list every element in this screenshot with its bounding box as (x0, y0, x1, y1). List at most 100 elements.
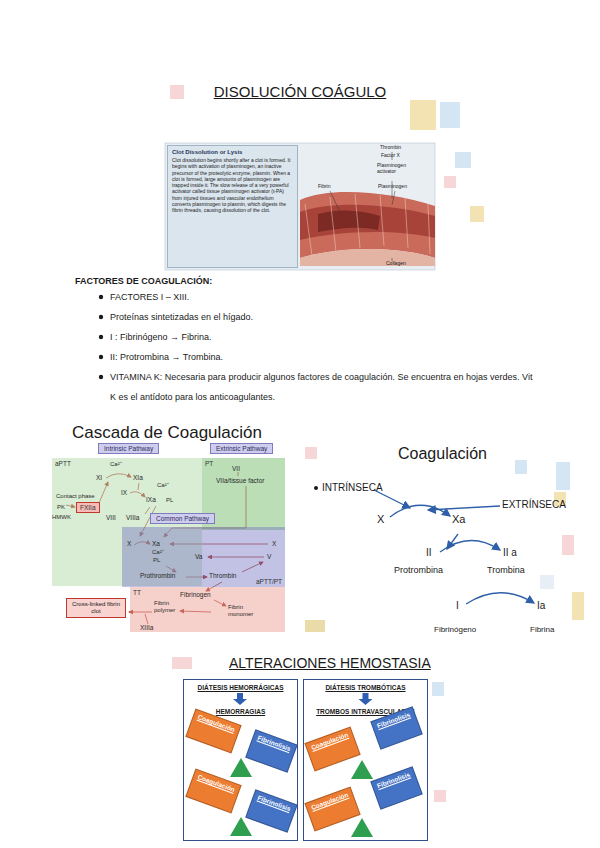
lysis-illustration (165, 143, 435, 270)
balance-weight: Coagulación (186, 709, 242, 754)
title-box: DISOLUCIÓN COÁGULO (0, 83, 600, 100)
label-box: X (377, 513, 384, 526)
label-box: EXTRÍNSECA (502, 499, 566, 511)
factor-label: Protrombina (394, 565, 443, 575)
text-panel: Clot Dissolution or LysisClot dissolutio… (167, 145, 298, 268)
factor-label: Xa (452, 513, 465, 526)
label-box: Plasminogen (378, 184, 407, 190)
label-box: Protrombina (394, 565, 443, 575)
box-body: HEMORRAGIAS (216, 708, 265, 716)
box-text: PT (205, 460, 282, 467)
factor-label: Prothrombin (140, 572, 175, 579)
box-text: Fibrinolisis (376, 771, 411, 790)
label-box: PL (166, 497, 173, 504)
figure-label: Plasminogen activator (377, 163, 411, 175)
box-text: aPTT/PT (256, 578, 282, 585)
balance-weight: Coagulación (186, 769, 242, 814)
label-box: XIa (133, 474, 143, 481)
factor-label: VII (232, 465, 240, 472)
label-box: Factor X (381, 153, 400, 159)
bullet-text: Proteínas sintetizadas en el hígado. (110, 307, 253, 327)
figure-label: Fibrin (318, 184, 331, 190)
factor-label: Ca²⁺ (152, 549, 164, 556)
factor-label: Fibrin monomer (228, 604, 258, 618)
section-heading: ALTERACIONES HEMOSTASIA (229, 655, 431, 671)
label-box: Proteínas sintetizadas en el hígado. (110, 307, 253, 327)
label-box: VII (232, 465, 240, 472)
bullet-text: VITAMINA K: Necesaria para producir algu… (110, 367, 540, 407)
label-box: IXa (146, 496, 156, 503)
balance-weight: Fibrinolisis (245, 789, 297, 832)
box-text: Clot Dissolution or Lysis (172, 149, 293, 155)
condition-panel: DIÁTESIS HEMORRÁGICASHEMORRAGIASCoagulac… (183, 679, 298, 841)
box-text: Fibrinolisis (256, 734, 291, 753)
label-box: Fibrinogen (180, 591, 211, 598)
figure-label: Plasminogen (378, 184, 407, 190)
balance-weight: Coagulación (305, 787, 361, 832)
label-box: VIII (106, 514, 116, 521)
section-heading: Coagulación (398, 445, 487, 463)
label-box: ALTERACIONES HEMOSTASIA (229, 655, 431, 671)
box-text: FXIIa (80, 504, 96, 511)
factor-label: XI (96, 474, 102, 481)
label-box: PL (153, 557, 160, 564)
factor-label: INTRÍNSECA (322, 482, 383, 494)
factor-label: VIIa/tissue factor (216, 477, 264, 484)
box-text: Coagulación (197, 713, 236, 734)
figure-label: Factor X (381, 153, 400, 159)
label-box: XIIIa (140, 624, 153, 631)
label-box: V (267, 553, 271, 560)
label-box: X (272, 540, 276, 547)
bullet-text: FACTORES I – XIII. (110, 287, 189, 307)
section-heading: FACTORES DE COAGULACIÓN: (75, 276, 212, 286)
factor-label: II (426, 547, 432, 559)
figure-label: Collagen (386, 261, 406, 267)
label-box: IX (121, 489, 127, 496)
factor-label: Xa (152, 540, 160, 547)
factor-label: IXa (146, 496, 156, 503)
label-box: II: Protrombina → Trombina. (110, 347, 223, 367)
factor-label: Fibrin polymer (154, 600, 180, 614)
label-box: Ca²⁺ (152, 549, 164, 556)
label-box: VITAMINA K: Necesaria para producir algu… (110, 367, 540, 407)
page-title: DISOLUCIÓN COÁGULO (0, 83, 600, 100)
factor-label: VIII (106, 514, 116, 521)
factor-label: Va (195, 553, 202, 560)
label-box: Xa (452, 513, 465, 526)
factor-label: VIIIa (126, 514, 139, 521)
label-box: Fibrin polymer (154, 600, 180, 614)
label-box: Fibrinógeno (434, 625, 476, 634)
box-text: Coagulación (311, 791, 350, 812)
pathway-box: Intrinsic Pathway (98, 443, 159, 454)
box-text: Fibrinolisis (256, 794, 291, 813)
factor-label: XIIIa (140, 624, 153, 631)
factor-box: FXIIa (76, 502, 100, 513)
box-text: Coagulación (311, 731, 350, 752)
label-box: Thrombin (380, 145, 401, 151)
label-box: Contact phase (56, 493, 95, 500)
label-box: II a (503, 547, 517, 559)
label-box: Fibrin (318, 184, 331, 190)
factor-label: Ca²⁺ (157, 482, 169, 489)
factor-label: Ca²⁺ (110, 461, 122, 468)
label-box: X (127, 540, 131, 547)
clot-box: Cross-linked fibrin clot (66, 598, 126, 618)
box-text: DIÁTESIS HEMORRÁGICAS (198, 684, 284, 692)
factor-label: HMWK (52, 514, 71, 521)
factor-label: PL (153, 557, 160, 564)
box-text: Common Pathway (156, 515, 209, 522)
box-text: Coagulación (197, 773, 236, 794)
label-box: Ca²⁺ (157, 482, 169, 489)
label-box: Prothrombin (140, 572, 175, 579)
factor-label: Fibrina (530, 625, 554, 634)
factor-label: Ia (537, 600, 545, 612)
balance-weight: Coagulación (305, 727, 361, 772)
factor-label: X (127, 540, 131, 547)
box-text: aPTT (55, 460, 199, 467)
label-box: Ca²⁺ (110, 461, 122, 468)
pathway-box: Extrinsic Pathway (210, 443, 273, 454)
factor-label: Trombina (487, 565, 525, 575)
label-box: VIIa/tissue factor (216, 477, 264, 484)
label-box: Xa (152, 540, 160, 547)
